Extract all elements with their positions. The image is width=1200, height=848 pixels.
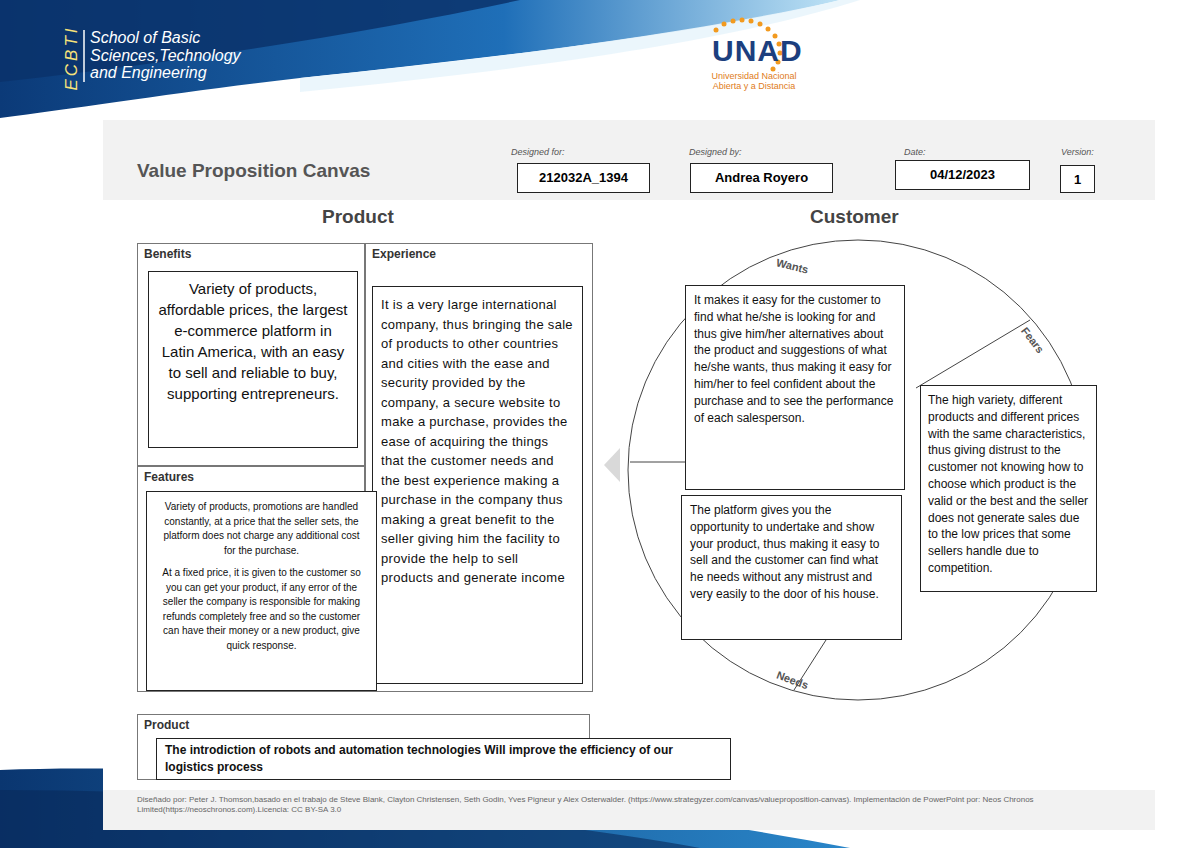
field-value: 04/12/2023 (896, 161, 1029, 182)
text-box: It makes it easy for the customer to fin… (685, 285, 905, 490)
section-box: ProductThe introdiction of robots and au… (137, 714, 590, 780)
section-heading: Product (138, 715, 589, 732)
circle-divider (916, 320, 1030, 388)
circle-outline (628, 240, 1088, 700)
body-text: Variety of products, affordable prices, … (157, 278, 349, 404)
flow-arrow (604, 448, 620, 482)
text-box: It is a very large international company… (372, 286, 583, 684)
body-text: At a fixed price, it is given to the cus… (157, 566, 366, 653)
school-name: School of Basic Sciences,Technology and … (90, 29, 260, 82)
text-box: The high variety, different products and… (920, 385, 1097, 592)
field-value: 1 (1061, 166, 1094, 187)
text-box: The platform gives you the opportunity t… (681, 495, 902, 640)
logo-wordmark: UNAD (712, 34, 803, 68)
field-label: Version: (1061, 147, 1094, 157)
text-box: Variety of products, affordable prices, … (148, 271, 358, 448)
body-text: The platform gives you the opportunity t… (690, 502, 893, 603)
credits-footer: Diseñado por: Peter J. Thomson,basado en… (137, 795, 1117, 816)
section-box: Experience It is a very large internation… (365, 243, 593, 692)
body-text: The introdiction of robots and automatio… (165, 742, 722, 776)
text-box: Variety of products, promotions are hand… (146, 491, 377, 691)
section-heading: Customer (810, 206, 899, 228)
canvas-area (103, 200, 1155, 790)
body-text: The high variety, different products and… (928, 392, 1089, 577)
customer-circle: WantsFearsNeedsIt makes it easy for the … (626, 238, 1090, 702)
field-box: Date:04/12/2023 (895, 160, 1030, 190)
circle-divider (630, 462, 685, 463)
logo-subtitle: Universidad Nacional Abierta y a Distanc… (705, 72, 803, 92)
field-label: Date: (904, 147, 926, 157)
body-text: It is a very large international company… (381, 295, 574, 588)
section-box: BenefitsVariety of products, affordable … (137, 243, 365, 466)
body-text: Variety of products, promotions are hand… (157, 500, 366, 558)
header-swoosh (0, 0, 840, 118)
field-box: Designed for:212032A_1394 (517, 163, 650, 193)
field-label: Designed by: (689, 147, 742, 157)
section-heading: Experience (366, 244, 592, 261)
field-value: 212032A_1394 (518, 164, 649, 185)
canvas-panel (103, 120, 1155, 830)
field-box: Designed by:Andrea Royero (690, 163, 833, 193)
field-box: Version:1 (1060, 165, 1095, 193)
field-value: Andrea Royero (691, 164, 832, 185)
body-text: It makes it easy for the customer to fin… (694, 292, 896, 426)
field-label: Designed for: (511, 147, 565, 157)
section-box: FeaturesVariety of products, promotions … (137, 466, 365, 692)
section-heading: Product (322, 206, 394, 228)
header-rule (83, 30, 85, 82)
text-box: The introdiction of robots and automatio… (156, 738, 731, 780)
section-heading: Features (138, 467, 364, 484)
section-heading: Benefits (138, 244, 364, 261)
header-highlight (300, 0, 860, 92)
vertical-acronym: ECBTI (62, 20, 82, 96)
canvas-title: Value Proposition Canvas (137, 160, 370, 182)
